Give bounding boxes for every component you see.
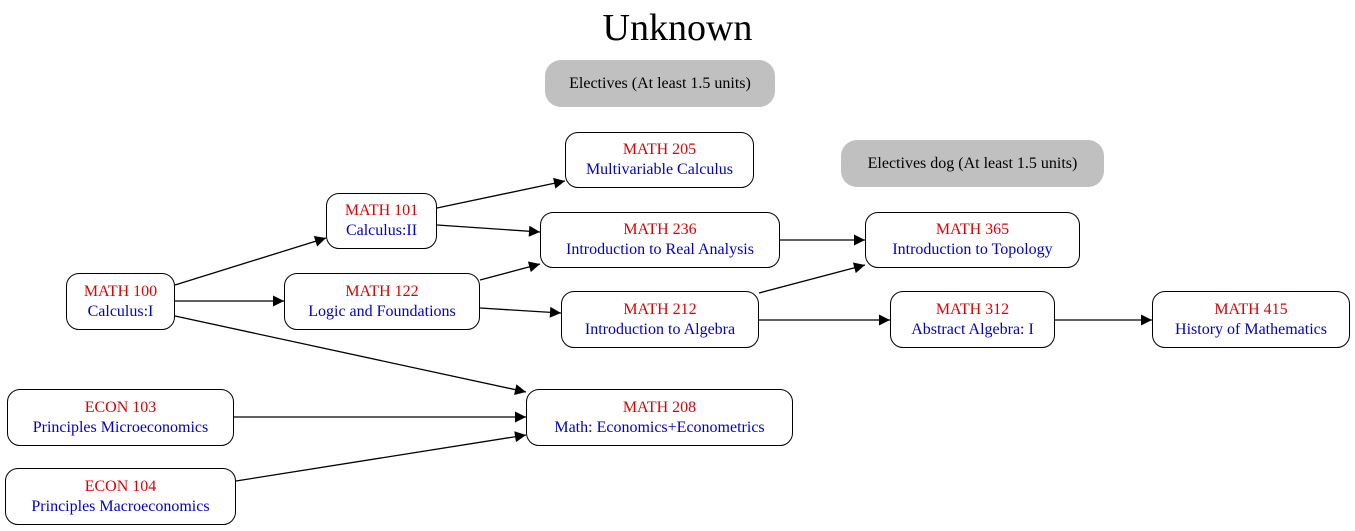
node-name: Calculus:I [87,302,154,320]
node-code: MATH 208 [622,398,697,416]
node-code: MATH 212 [623,300,697,318]
node-code: ECON 104 [84,477,157,495]
node-name: Introduction to Topology [892,241,1053,258]
node-name: History of Mathematics [1175,320,1327,338]
node-name: Multivariable Calculus [585,161,734,178]
group-electives-dog: Electives dog (At least 1.5 units) [841,140,1104,187]
node-code: ECON 103 [84,398,157,416]
edge-math122-to-math212 [479,306,562,318]
diagram-title: Unknown [602,7,753,49]
node-math-208: MATH 208 Math: Economics+Econometrics [526,389,793,446]
node-econ-104: ECON 104 Principles Macroeconomics [5,468,236,525]
node-name: Math: Economics+Econometrics [554,418,765,436]
node-name: Principles Macroeconomics [31,497,210,515]
node-code: MATH 365 [935,221,1010,238]
node-math-312: MATH 312 Abstract Algebra: I [890,291,1055,348]
node-math-100: MATH 100 Calculus:I [66,273,175,330]
node-math-365: MATH 365 Introduction to Topology [865,212,1080,268]
node-code: MATH 101 [344,202,419,219]
edge-econ104-to-math208 [235,431,527,482]
edge-math122-to-math236 [479,261,541,281]
node-name: Calculus:II [345,222,418,239]
edge-math212-to-math365 [758,262,866,294]
node-code: MATH 312 [935,300,1010,318]
node-econ-103: ECON 103 Principles Microeconomics [7,389,234,446]
node-math-212: MATH 212 Introduction to Algebra [561,291,759,348]
node-math-122: MATH 122 Logic and Foundations [284,273,480,330]
node-code: MATH 205 [622,141,697,158]
edge-math100-to-math101 [174,236,327,286]
node-name: Introduction to Algebra [584,320,736,338]
node-name: Principles Microeconomics [32,418,209,436]
node-code: MATH 415 [1214,300,1288,318]
edge-math100-to-math208 [174,315,527,396]
node-math-205: MATH 205 Multivariable Calculus [565,132,754,188]
node-name: Logic and Foundations [308,302,456,320]
node-code: MATH 236 [623,221,697,238]
node-name: Abstract Algebra: I [911,320,1034,338]
edge-math101-to-math205 [436,177,566,209]
node-code: MATH 122 [345,282,419,300]
node-math-101: MATH 101 Calculus:II [326,193,437,249]
node-math-415: MATH 415 History of Mathematics [1152,291,1350,348]
node-name: Introduction to Real Analysis [566,241,754,258]
edge-math101-to-math236 [436,224,541,237]
group-electives: Electives (At least 1.5 units) [545,60,775,107]
node-math-236: MATH 236 Introduction to Real Analysis [540,212,780,268]
node-code: MATH 100 [83,282,158,300]
